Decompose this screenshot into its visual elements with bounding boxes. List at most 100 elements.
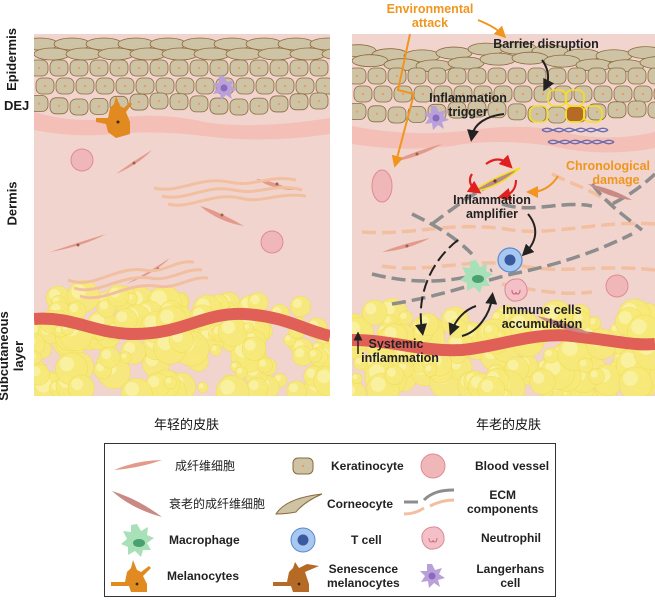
legend-label: Neutrophil: [481, 531, 541, 545]
legend-label: Keratinocyte: [331, 459, 404, 473]
corneocyte: [34, 47, 71, 61]
corneocyte: [193, 47, 231, 61]
ecm-icon: [401, 484, 457, 520]
annotation-environmental-attack-2: attack: [412, 16, 448, 30]
aged-skin-panel: Barrier disruption Inflammation trigger …: [352, 34, 655, 396]
neutrophil: [504, 278, 528, 302]
legend-label: Langerhans cell: [476, 562, 545, 590]
dej-band: [352, 126, 655, 153]
legend-label: Blood vessel: [475, 459, 550, 473]
senescent-keratinocyte-highlight: [583, 105, 603, 123]
blood-vessel: [260, 230, 284, 254]
label-subcutaneous-line2: layer: [11, 340, 26, 372]
senescent-keratinocyte-highlight: [529, 105, 549, 123]
corneocyte: [639, 56, 655, 69]
legend-label: Senescence: [328, 562, 399, 576]
annotation-chronological-damage-2: damage: [592, 173, 639, 187]
fibroblast: [116, 150, 152, 174]
legend-item-corneocyte: Corneocyte: [271, 486, 393, 522]
legend-label: 成纤维细胞: [175, 459, 236, 473]
corneocyte: [321, 48, 330, 60]
fibroblast: [50, 234, 106, 252]
annotation-immune-cells-1: Immune cells: [502, 303, 581, 317]
aged-skin-illustration: Barrier disruption Inflammation trigger …: [352, 34, 655, 396]
corneocyte: [543, 54, 581, 68]
legend-item-keratinocyte: Keratinocyte: [275, 448, 404, 484]
corneocyte: [97, 47, 135, 61]
senescent-melanocyte-icon: [271, 558, 327, 594]
melanocyte-icon: [109, 558, 165, 594]
vessel-to-immune-arrow: [461, 292, 498, 337]
barrier-arrow: [541, 59, 555, 92]
to-tcell-arrow: [521, 213, 537, 257]
senescent-fibroblast: [588, 184, 632, 200]
keratinocyte: [647, 101, 655, 119]
legend-label-line2: melanocytes: [327, 576, 400, 590]
young-skin-panel: [34, 34, 330, 396]
legend-item-senescent-melanocyte: Senescence melanocytes: [271, 558, 400, 594]
corneocyte: [257, 47, 295, 61]
label-subcutaneous: Subcutaneous layer: [0, 306, 28, 406]
legend-item-fibroblast: 成纤维细胞: [109, 448, 235, 484]
macrophage: [460, 260, 493, 293]
legend-label: Corneocyte: [327, 497, 394, 511]
keratinocyte: [315, 77, 330, 95]
label-dej: DEJ: [4, 98, 30, 113]
legend-label: Melanocytes: [167, 569, 240, 583]
corneocyte: [65, 47, 103, 61]
melanocyte: [96, 96, 132, 138]
corneocyte-icon: [271, 486, 327, 522]
systemic-dashed-arrow: [415, 239, 459, 336]
legend-item-senescent-fibroblast: 衰老的成纤维细胞: [109, 486, 265, 522]
fibroblast: [200, 206, 244, 226]
t-cell-icon: [275, 522, 331, 558]
dna-damage-icon: [541, 127, 615, 145]
corneocyte: [447, 56, 485, 70]
legend-item-macrophage: Macrophage: [109, 522, 240, 558]
immune-to-vessel-arrow: [448, 305, 477, 336]
environmental-arrow: [477, 19, 507, 39]
legend-label: 衰老的成纤维细胞: [169, 497, 266, 511]
legend-item-langerhans: Langerhans cell: [405, 558, 555, 594]
epidermis-layer: [352, 41, 655, 124]
keratinocyte: [34, 95, 49, 112]
legend-item-melanocyte: Melanocytes: [109, 558, 239, 594]
keratinocyte: [647, 67, 655, 85]
keratinocyte-icon: [275, 448, 331, 484]
legend-item-neutrophil: Neutrophil: [405, 520, 541, 556]
blood-vessel: [605, 274, 629, 298]
caption-young-skin: 年轻的皮肤: [154, 418, 220, 433]
annotation-systemic-inflammation-1: Systemic: [369, 337, 424, 351]
annotation-chronological-damage-1: Chronological: [566, 159, 650, 173]
keratinocyte: [34, 59, 49, 77]
langerhans-icon: [405, 558, 460, 594]
annotation-inflammation-amplifier-2: amplifier: [466, 207, 518, 221]
annotations: Barrier disruption Inflammation trigger …: [361, 37, 650, 365]
annotation-barrier-disruption: Barrier disruption: [493, 37, 599, 51]
keratinocyte: [352, 67, 367, 85]
corneocyte: [479, 52, 517, 66]
langerhans-cell: [212, 76, 237, 100]
legend-label: Macrophage: [169, 533, 240, 547]
fibroblast: [382, 238, 430, 252]
environmental-attack-label: Environmental attack: [387, 2, 507, 39]
fat-globule: [34, 351, 42, 365]
young-skin-illustration: [34, 34, 330, 396]
macrophage-icon: [109, 522, 165, 558]
keratinocyte: [352, 103, 367, 120]
vessel: [34, 307, 330, 342]
label-dermis: Dermis: [4, 181, 20, 226]
senescent-fibroblast: [537, 316, 592, 334]
lightning-arrow: [391, 34, 416, 168]
fibroblast: [392, 144, 442, 162]
neutrophil-icon: [405, 520, 461, 556]
corneocyte: [289, 47, 327, 61]
corneocyte: [129, 47, 167, 61]
t-cell: [497, 247, 523, 273]
senescent-fibroblast-highlighted: [471, 167, 521, 193]
caption-aged-skin: 年老的皮肤: [476, 418, 542, 433]
epidermis-layer: [34, 37, 330, 116]
label-epidermis: Epidermis: [3, 28, 19, 91]
annotation-environmental-attack-1: Environmental: [387, 2, 474, 16]
annotation-inflammation-trigger-2: trigger: [448, 105, 488, 119]
